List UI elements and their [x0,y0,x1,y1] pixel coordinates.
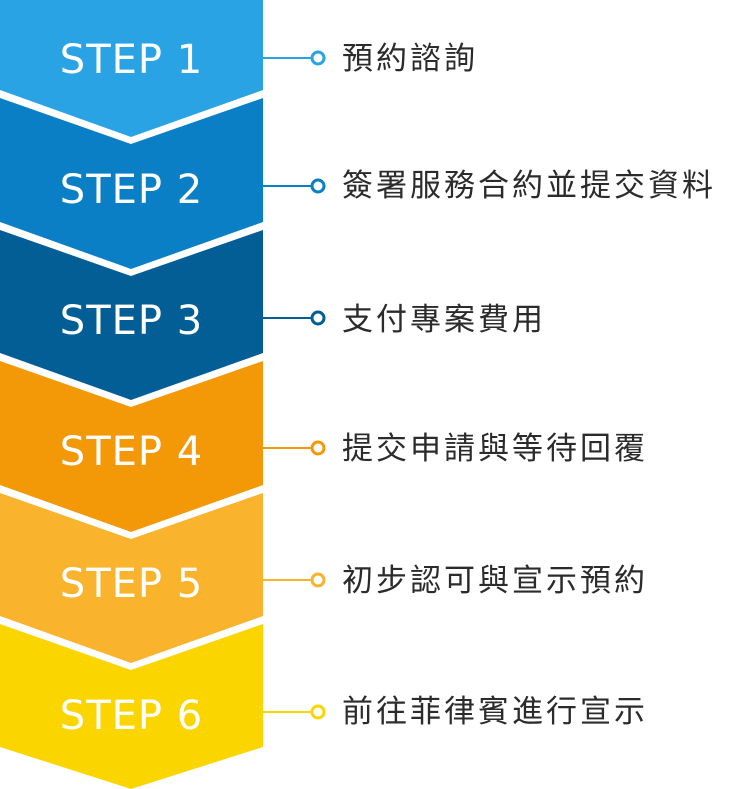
step-2-banner [0,98,263,269]
step-3-connector [263,310,326,326]
step-3-description: 支付專案費用 [342,302,546,338]
step-4-connector [263,440,326,456]
step-6-connector [263,704,326,720]
step-1-banner [0,0,263,137]
step-4-banner [0,361,263,532]
step-6-title: STEP 6 [59,693,204,739]
step-6-banner [0,624,263,789]
step-5-title: STEP 5 [59,561,204,607]
step-3-title: STEP 3 [59,298,204,344]
step-1-connector [263,50,326,66]
step-1-description: 預約諮詢 [342,41,478,77]
step-4-description: 提交申請與等待回覆 [342,431,648,467]
step-6-description: 前往菲律賓進行宣示 [342,694,648,730]
step-2-description: 簽署服務合約並提交資料 [342,168,716,204]
step-5-description: 初步認可與宣示預約 [342,563,648,599]
step-1-title: STEP 1 [59,37,204,83]
step-2-title: STEP 2 [59,167,204,213]
step-2-connector [263,178,326,194]
step-4-title: STEP 4 [59,429,204,475]
step-3-banner [0,230,263,400]
step-5-connector [263,572,326,588]
step-5-banner [0,493,263,663]
